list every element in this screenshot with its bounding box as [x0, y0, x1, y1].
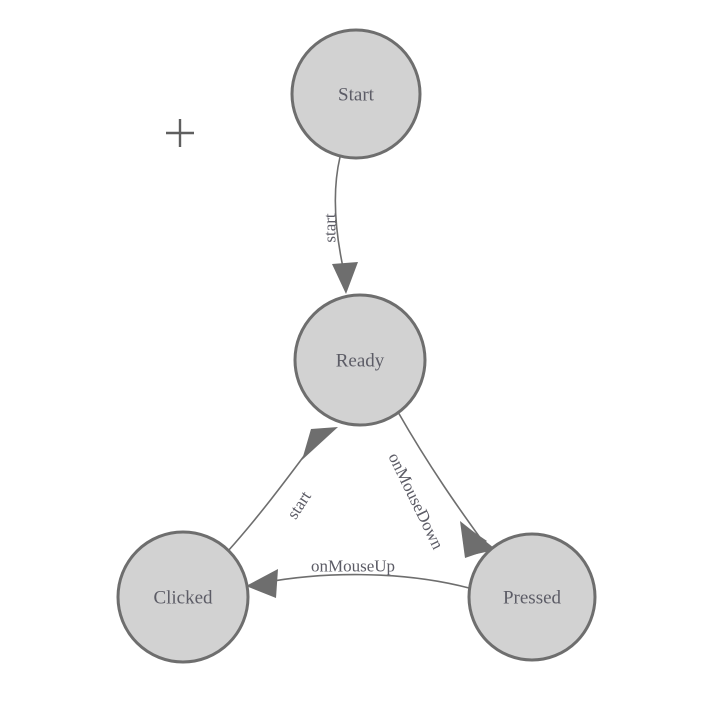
edge-label-clicked-to-ready: start: [283, 487, 315, 522]
arrowhead-pressed-to-clicked: [246, 569, 278, 598]
edge-clicked-to-ready[interactable]: [227, 427, 338, 552]
arrowhead-ready-to-pressed-body: [460, 521, 494, 558]
edge-label-pressed-to-clicked: onMouseUp: [311, 557, 395, 576]
edge-line-ready-to-pressed[interactable]: [397, 411, 482, 540]
edge-line-pressed-to-clicked[interactable]: [261, 573, 470, 589]
node-clicked-circle[interactable]: [116, 530, 250, 664]
edge-start-to-ready[interactable]: [332, 156, 358, 294]
node-ready[interactable]: Ready: [293, 293, 427, 427]
node-ready-circle[interactable]: [293, 293, 427, 427]
node-start-circle[interactable]: [290, 28, 422, 160]
edge-ready-to-pressed[interactable]: [397, 411, 494, 558]
node-pressed-circle[interactable]: [467, 532, 597, 662]
edge-line-clicked-to-ready[interactable]: [227, 443, 314, 552]
node-pressed[interactable]: Pressed: [467, 532, 597, 662]
edge-line-start-to-ready[interactable]: [334, 156, 345, 273]
node-clicked[interactable]: Clicked: [116, 530, 250, 664]
crosshair-icon[interactable]: [166, 119, 194, 147]
edge-label-ready-to-pressed: onMouseDown: [384, 450, 447, 553]
node-start[interactable]: Start: [290, 28, 422, 160]
arrowhead-start-to-ready: [332, 262, 358, 294]
arrowhead-clicked-to-ready-body: [302, 427, 338, 460]
edge-pressed-to-clicked[interactable]: [246, 569, 470, 598]
